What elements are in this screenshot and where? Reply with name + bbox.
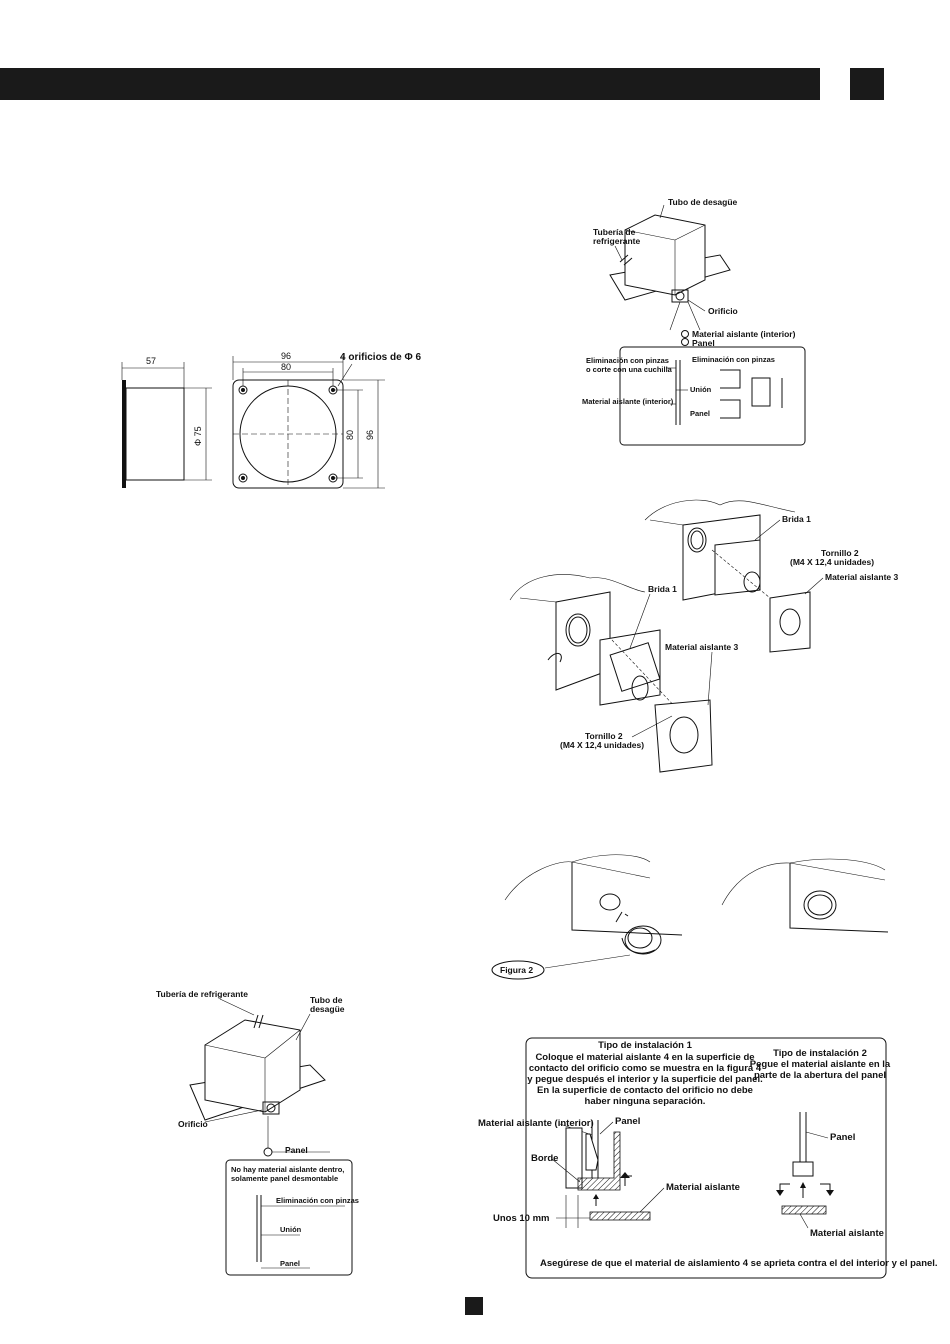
installation-types-figure: Tipo de instalación 1 Coloque el materia… (478, 1037, 938, 1279)
label-panel-left: Panel (615, 1116, 640, 1127)
label-insul-right: Material aislante (810, 1228, 884, 1239)
label-hole-bottom: Orificio (178, 1119, 208, 1129)
label-removal-pliers-right: Eliminación con pinzas (692, 355, 775, 364)
dim-80-top: 80 (281, 362, 291, 372)
label-insulation-interior-top: Material aislante (interior) (692, 329, 796, 339)
holes-label: 4 orificios de Φ 6 (340, 352, 421, 363)
dim-96-top: 96 (281, 351, 291, 361)
label-union-top: Unión (690, 385, 712, 394)
label-insul3-bottom: Material aislante 3 (665, 642, 739, 652)
footer-page-box (465, 1297, 483, 1315)
label-flange-top: Brida 1 (782, 514, 811, 524)
label-panel-inner-bottom: Panel (280, 1259, 300, 1268)
label-drain-pipe-bottom-1: Tubo de (310, 995, 343, 1005)
figure-2: Figura 2 (491, 854, 889, 980)
unit-hole-figure-bottom: Tubería de refrigerante Tubo de desagüe … (156, 989, 359, 1276)
label-hole-top: Orificio (708, 306, 738, 316)
label-removal-pliers-1: Eliminación con pinzas (586, 356, 669, 365)
label-screw-bottom-1: Tornillo 2 (585, 731, 623, 741)
type1-line2: contacto del orificio como se muestra en… (529, 1063, 762, 1074)
label-panel-bottom: Panel (285, 1145, 308, 1155)
type1-line4: En la superficie de contacto del orifici… (537, 1085, 753, 1096)
label-panel-inner-top: Panel (690, 409, 710, 418)
note-line-1: No hay material aislante dentro, (231, 1165, 344, 1174)
label-screw-top-2: (M4 X 12,4 unidades) (790, 557, 874, 567)
label-union-bottom: Unión (280, 1225, 302, 1234)
header-bar (0, 68, 820, 100)
label-approx-10mm: Unos 10 mm (493, 1213, 550, 1224)
label-panel-right: Panel (830, 1132, 855, 1143)
type1-line3: y pegue después el interior y la superfi… (527, 1074, 762, 1085)
label-insul3-top: Material aislante 3 (825, 572, 899, 582)
type2-line2: parte de la abertura del panel (754, 1070, 886, 1081)
label-panel-top: Panel (692, 338, 715, 348)
label-insul-interior: Material aislante (interior) (478, 1118, 594, 1129)
flange-dimension-figure: 57 Φ 75 96 80 4 orificios de Φ 6 80 96 (121, 351, 421, 489)
type1-title: Tipo de instalación 1 (598, 1040, 693, 1051)
footer-note: Asegúrese de que el material de aislamie… (540, 1258, 938, 1269)
type1-line5: haber ninguna separación. (585, 1096, 706, 1107)
label-screw-bottom-2: (M4 X 12,4 unidades) (560, 740, 644, 750)
dim-96-side: 96 (365, 430, 375, 440)
flange-assembly-figure: Brida 1 Tornillo 2 (M4 X 12,4 unidades) … (509, 499, 899, 773)
type2-line1: Pegue el material aislante en la (750, 1059, 891, 1070)
label-flange-bottom: Brida 1 (648, 584, 677, 594)
dim-57: 57 (146, 356, 156, 366)
dim-80-side: 80 (345, 430, 355, 440)
note-line-2: solamente panel desmontable (231, 1174, 338, 1183)
label-refrigerant-pipe-bottom: Tubería de refrigerante (156, 989, 248, 999)
figure-2-label: Figura 2 (500, 965, 533, 975)
label-refrigerant-pipe-2: refrigerante (593, 236, 641, 246)
page-number-box (850, 68, 884, 100)
label-drain-pipe-top: Tubo de desagüe (668, 197, 738, 207)
label-screw-top-1: Tornillo 2 (821, 548, 859, 558)
label-insul-left: Material aislante (666, 1182, 740, 1193)
type1-line1: Coloque el material aislante 4 en la sup… (535, 1052, 754, 1063)
label-insulation-inner: Material aislante (interior) (582, 397, 674, 406)
unit-hole-figure-top: Tubo de desagüe Tubería de refrigerante … (582, 197, 806, 446)
type2-title: Tipo de instalación 2 (773, 1048, 867, 1059)
label-removal-pliers-bottom: Eliminación con pinzas (276, 1196, 359, 1205)
label-refrigerant-pipe-1: Tubería de (593, 227, 636, 237)
dim-phi75: Φ 75 (193, 426, 203, 446)
label-removal-pliers-2: o corte con una cuchilla (586, 365, 673, 374)
label-drain-pipe-bottom-2: desagüe (310, 1004, 345, 1014)
label-edge: Borde (531, 1153, 558, 1164)
